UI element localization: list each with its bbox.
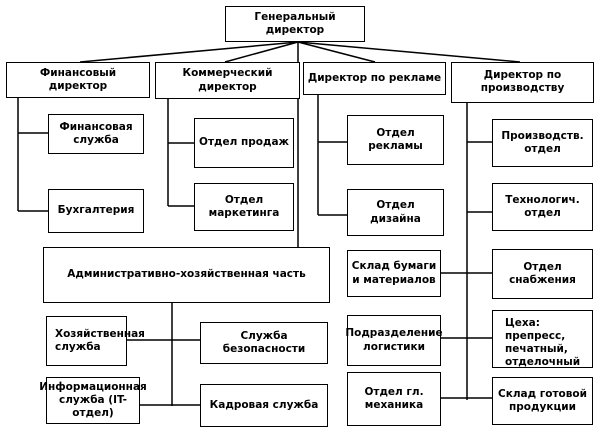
finished-goods-warehouse-box: Склад готовой продукции xyxy=(492,377,593,425)
paper-warehouse-box: Склад бумаги и материалов xyxy=(347,250,441,297)
household-service-box: Хозяйственная служба xyxy=(46,316,145,366)
production-department-box: Производств. отдел xyxy=(492,119,593,167)
technology-department-box: Технологич. отдел xyxy=(492,183,593,231)
chief-mechanic-box: Отдел гл. механика xyxy=(347,372,441,426)
accounting-box: Бухгалтерия xyxy=(48,189,144,233)
design-department-box: Отдел дизайна xyxy=(347,189,444,236)
commercial-director-box: Коммерческий директор xyxy=(155,62,300,99)
admin-part-box: Административно-хозяйственная часть xyxy=(43,247,330,303)
security-service-box: Служба безопасности xyxy=(200,322,328,364)
supply-department-box: Отдел снабжения xyxy=(492,249,593,299)
finance-director-box: Финансовый директор xyxy=(6,62,150,98)
ceo-box: Генеральный директор xyxy=(225,6,365,42)
it-service-box: Информационная служба (IT-отдел) xyxy=(39,377,147,424)
workshops-box: Цеха: препресс, печатный, отделочный xyxy=(492,310,593,368)
production-director-box: Директор по производству xyxy=(451,62,594,103)
advertising-department-box: Отдел рекламы xyxy=(347,115,444,165)
hr-service-box: Кадровая служба xyxy=(200,384,328,427)
logistics-division-box: Подразделение логистики xyxy=(345,315,443,366)
sales-department-box: Отдел продаж xyxy=(194,118,294,168)
finance-service-box: Финансовая служба xyxy=(48,114,144,154)
marketing-department-box: Отдел маркетинга xyxy=(194,183,294,231)
advertising-director-box: Директор по рекламе xyxy=(303,62,446,95)
